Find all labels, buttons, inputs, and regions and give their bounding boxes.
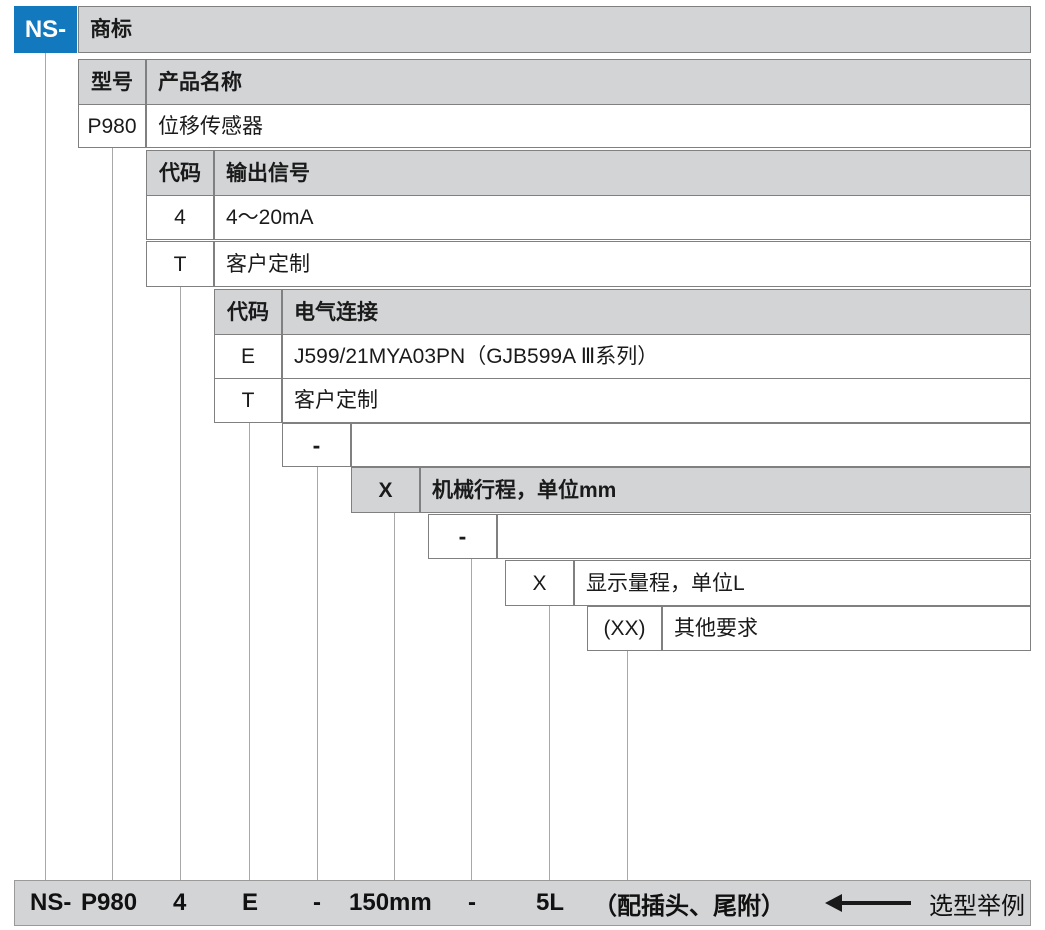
connector-line-stroke [394,513,395,880]
connection-row-code-cell-t: T [214,378,282,423]
brand-label-cell: 商标 [78,6,1031,53]
example-segment-brand: NS- [30,889,72,916]
range-code-cell: X [505,560,574,606]
example-segment-dash-1: - [313,889,321,916]
connection-row-label-cell-e: J599/21MYA03PN（GJB599A Ⅲ系列） [282,334,1031,379]
other-code-cell: (XX) [587,606,662,651]
other-label-cell: 其他要求 [662,606,1031,651]
model-header-code-cell: 型号 [78,59,146,105]
example-segment-connection: E [242,889,259,916]
connector-line-model [112,148,113,880]
output-row-label-cell-4: 4～20mA [214,195,1031,240]
stroke-header-label-cell: 机械行程，单位mm [420,467,1031,513]
separator-2-code-cell: - [428,514,497,559]
example-segment-dash-2: - [468,889,476,916]
output-row-label-cell-t: 客户定制 [214,241,1031,287]
example-segment-model: P980 [81,889,138,916]
brand-code-cell: NS- [14,6,77,53]
example-segment-stroke: 150mm [349,889,432,916]
connector-line-brand [45,53,46,880]
connection-header-code-cell: 代码 [214,289,282,335]
connector-line-connection [249,422,250,880]
separator-1-code-cell: - [282,423,351,467]
output-header-label-cell: 输出信号 [214,150,1031,196]
connection-row-code-cell-e: E [214,334,282,379]
output-header-code-cell: 代码 [146,150,214,196]
connector-line-dash1 [317,466,318,880]
range-label-cell: 显示量程，单位L [574,560,1031,606]
left-arrow-icon [825,881,911,925]
stroke-header-code-cell: X [351,467,420,513]
connection-row-label-cell-t: 客户定制 [282,378,1031,423]
separator-1-label-cell [351,423,1031,467]
connection-header-label-cell: 电气连接 [282,289,1031,335]
example-bar: NS- P980 4 E - 150mm - 5L （配插头、尾附） 选型举例 [14,880,1031,926]
connector-line-output [180,287,181,880]
example-segment-range: 5L [536,889,565,916]
example-segment-other: （配插头、尾附） [593,892,785,920]
separator-2-label-cell [497,514,1031,559]
connector-line-dash2 [471,559,472,880]
output-row-code-cell-4: 4 [146,195,214,240]
model-row-code-cell: P980 [78,104,146,148]
example-note: 选型举例 [929,892,1025,920]
connector-line-range [549,606,550,880]
connector-line-other [627,650,628,880]
model-row-label-cell: 位移传感器 [146,104,1031,148]
example-segment-output: 4 [173,889,187,916]
output-row-code-cell-t: T [146,241,214,287]
model-header-label-cell: 产品名称 [146,59,1031,105]
